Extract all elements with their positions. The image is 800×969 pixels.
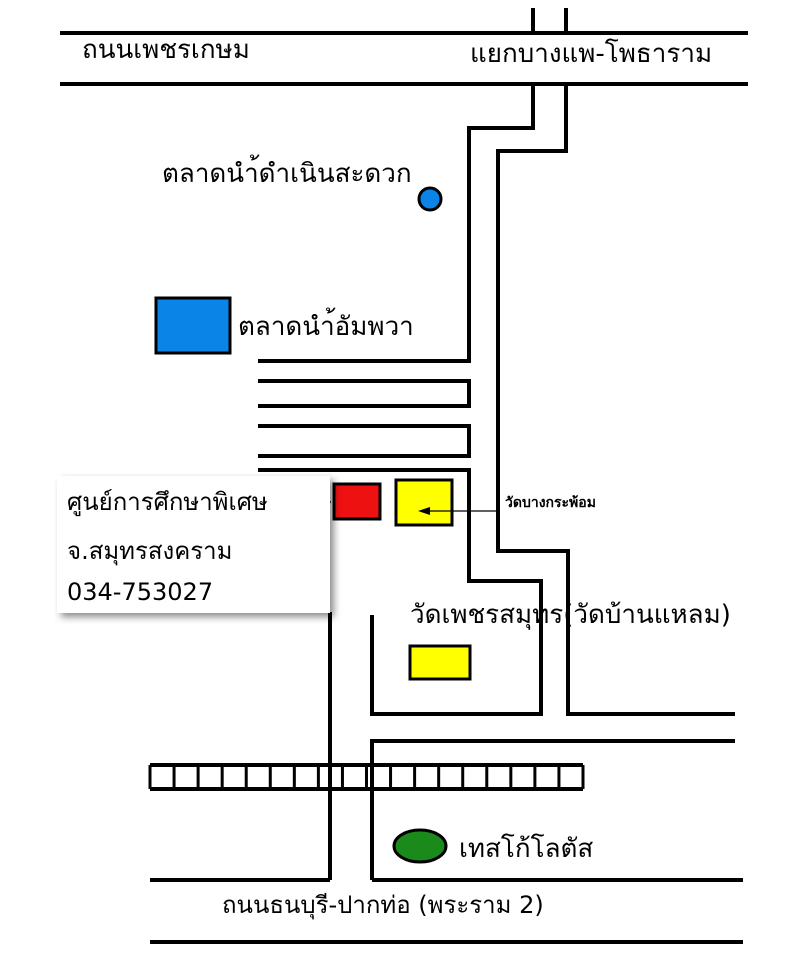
center-info-box: ศูนย์การศึกษาพิเศษ จ.สมุทรสงคราม 034-753…: [57, 476, 330, 613]
tesco-lotus-marker: [392, 828, 448, 864]
market-amphawa-marker: [154, 296, 232, 355]
special-education-center-marker: [332, 482, 382, 521]
wat-bang-kra-phom-label: วัดบางกระพ้อม: [505, 495, 596, 511]
wat-bang-kra-phom-marker: [394, 478, 454, 527]
junction-road-inner-edge: [496, 84, 735, 716]
side-lane-2: [258, 424, 471, 458]
wat-phet-samut-marker: [408, 644, 472, 681]
south-road-east-edge: [370, 739, 735, 880]
market-damnoen-marker: [417, 186, 443, 212]
center-province: จ.สมุทรสงคราม: [67, 537, 233, 565]
tesco-lotus-label: เทสโก้โลตัส: [459, 834, 594, 864]
center-name: ศูนย์การศึกษาพิเศษ: [67, 488, 268, 516]
wat-phet-samut-label: วัดเพชรสมุทร(วัดบ้านแหลม): [410, 600, 731, 630]
junction-label: แยกบางแพ-โพธาราม: [470, 39, 713, 69]
market-amphawa-label: ตลาดนำ้อัมพวา: [238, 312, 414, 342]
arrow-left-head-icon: [418, 507, 430, 515]
road-petchkasem-label: ถนนเพชรเกษม: [82, 35, 250, 65]
side-lane-3: [258, 468, 543, 716]
side-lane-1: [258, 379, 471, 408]
center-phone: 034-753027: [67, 578, 214, 606]
railway-sleepers: [148, 765, 585, 789]
junction-road-left-edge: [258, 84, 535, 363]
road-rama2-label: ถนนธนบุรี-ปากท่อ (พระราม 2): [222, 891, 544, 919]
market-damnoen-label: ตลาดนำ้ดำเนินสะดวก: [162, 159, 412, 189]
